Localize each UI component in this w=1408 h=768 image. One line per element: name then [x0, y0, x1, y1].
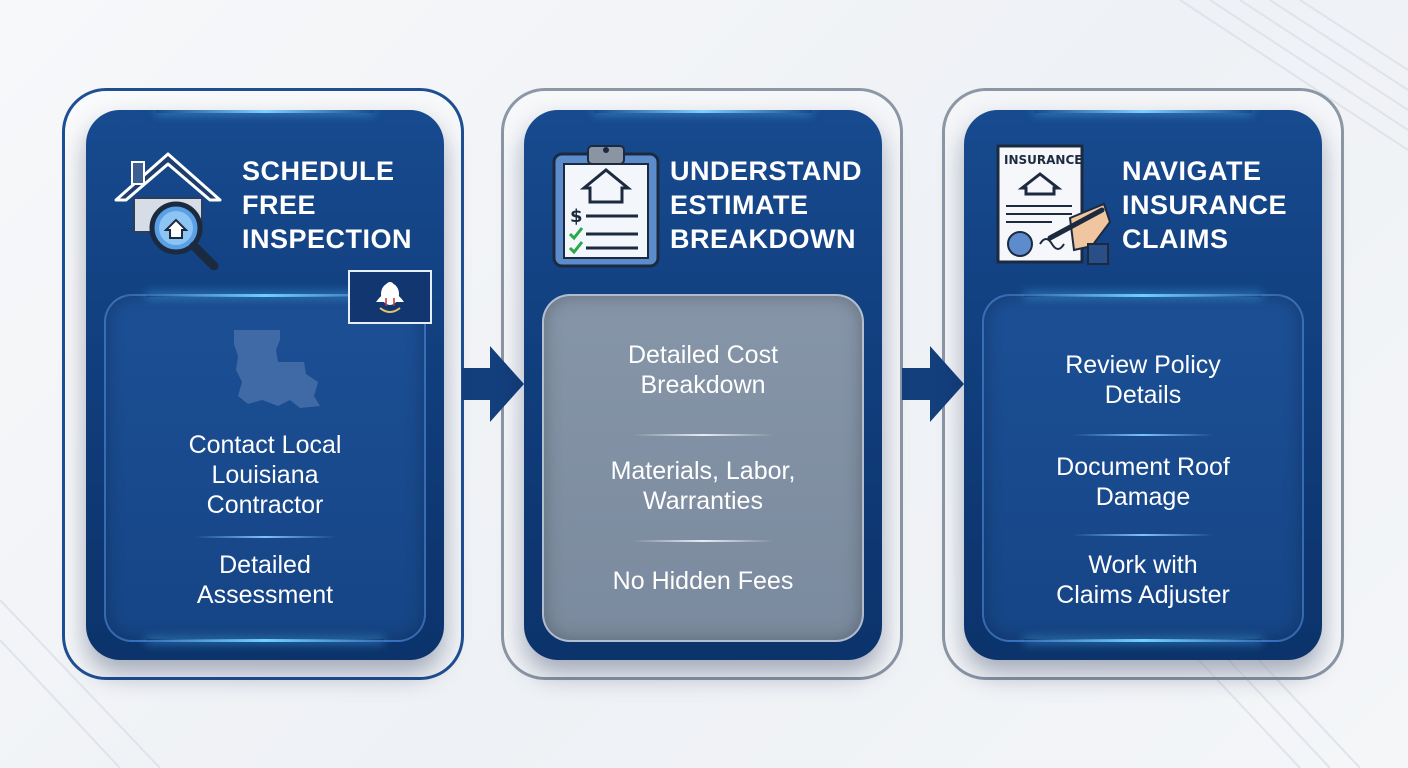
list-item: Detailed Assessment: [196, 551, 334, 609]
list-item: No Hidden Fees: [612, 567, 794, 595]
step-card-understand-estimate: $ UNDERSTAND ESTIMATE BREAKDOWN Detailed…: [524, 110, 882, 660]
list-item: Review Policy Details: [1065, 351, 1221, 409]
step-title: NAVIGATE INSURANCE CLAIMS: [1122, 156, 1288, 254]
arrow-right-icon: [902, 346, 964, 422]
divider: [633, 540, 773, 542]
list-item: Document Roof Damage: [1056, 453, 1230, 511]
divider: [1073, 534, 1213, 536]
list-item: Work with Claims Adjuster: [1056, 551, 1230, 609]
step-title: UNDERSTAND ESTIMATE BREAKDOWN: [670, 156, 862, 254]
step-details-panel: Contact Local Louisiana Contractor Detai…: [104, 294, 426, 642]
louisiana-flag-pelican-icon: [348, 270, 432, 324]
list-item: Contact Local Louisiana Contractor: [188, 431, 342, 519]
svg-text:$: $: [570, 206, 583, 227]
divider: [633, 434, 773, 436]
clipboard-estimate-icon: $: [552, 145, 660, 268]
step-card-navigate-claims: INSURANCE NAVIGATE INSURANCE CLAIMS Revi…: [964, 110, 1322, 660]
list-item: Materials, Labor, Warranties: [610, 457, 796, 515]
step-card-schedule-inspection: SCHEDULE FREE INSPECTION Contact Local L…: [86, 110, 444, 660]
divider: [1073, 434, 1213, 436]
louisiana-state-map-icon: [234, 330, 320, 408]
step-details-panel: Review Policy Details Document Roof Dama…: [982, 294, 1304, 642]
divider: [195, 536, 335, 538]
svg-text:INSURANCE: INSURANCE: [1004, 153, 1082, 167]
list-item: Detailed Cost Breakdown: [627, 341, 779, 399]
arrow-right-icon: [462, 346, 524, 422]
insurance-document-signing-icon: INSURANCE: [996, 144, 1112, 265]
house-magnifier-icon: [114, 152, 222, 270]
step-details-panel: Detailed Cost Breakdown Materials, Labor…: [542, 294, 864, 642]
step-title: SCHEDULE FREE INSPECTION: [242, 156, 413, 254]
